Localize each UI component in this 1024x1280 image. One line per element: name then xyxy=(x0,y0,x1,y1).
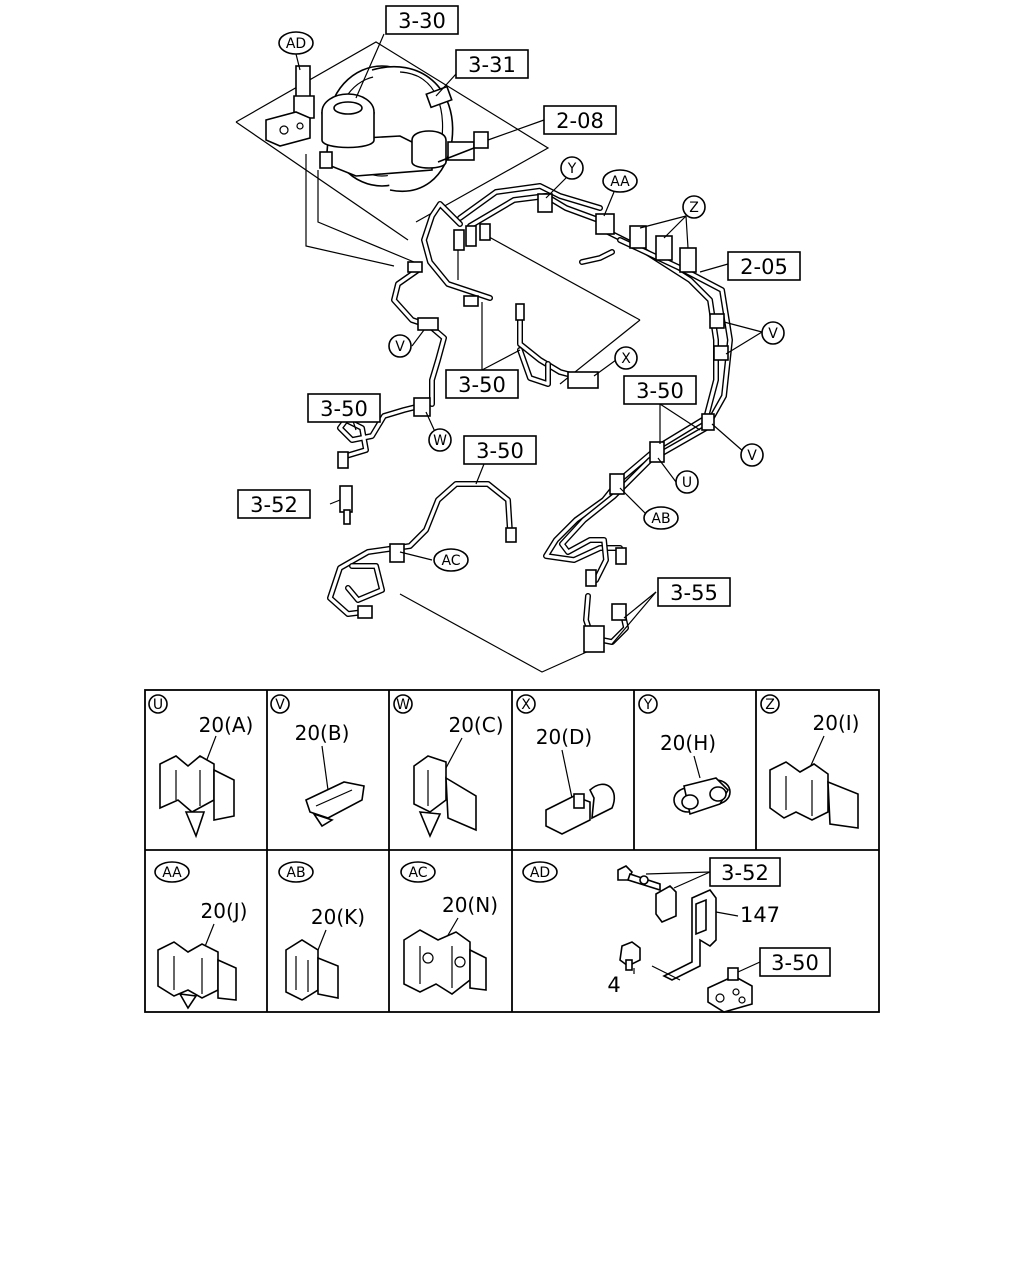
callout-2-05: 2-05 xyxy=(727,251,801,281)
main-assembly: 3-30 3-31 2-08 2-05 3-50 3-50 3-50 3-50 xyxy=(235,5,801,673)
panel-x-marker: X xyxy=(521,697,531,713)
callout-2-08-text: 2-08 xyxy=(556,109,604,133)
leader-lines xyxy=(295,33,763,645)
callout-3-50-right-text: 3-50 xyxy=(636,379,684,403)
callout-3-50-lower-text: 3-50 xyxy=(476,439,524,463)
callout-3-31: 3-31 xyxy=(455,49,529,79)
callout-3-50-lower: 3-50 xyxy=(463,435,537,465)
ad-callout-3-52: 3-52 xyxy=(709,857,781,887)
callout-2-05-text: 2-05 xyxy=(740,255,788,279)
marker-AC-text: AC xyxy=(441,553,460,569)
marker-V-lower-text: V xyxy=(747,448,757,464)
callout-3-55-text: 3-55 xyxy=(670,581,718,605)
callout-3-52-text: 3-52 xyxy=(250,493,298,517)
panel-y-marker: Y xyxy=(643,697,653,713)
panel-aa-marker: AA xyxy=(162,865,182,881)
detail-table: U 20(A) V 20(B) W 20(C) xyxy=(144,689,880,1013)
detail-panel-z: Z 20(I) xyxy=(760,694,860,829)
marker-U-text: U xyxy=(682,475,692,491)
callout-3-31-text: 3-31 xyxy=(468,53,516,77)
detail-panel-u: U 20(A) xyxy=(148,694,254,839)
panel-w-part: 20(C) xyxy=(448,713,503,737)
reference-lines xyxy=(235,41,641,673)
marker-V-left: V xyxy=(388,334,412,358)
panel-ab-marker: AB xyxy=(286,865,305,881)
marker-V-right: V xyxy=(761,321,785,345)
detail-panel-ac: AC 20(N) xyxy=(400,861,498,995)
marker-X: X xyxy=(614,346,638,370)
callout-3-55: 3-55 xyxy=(657,577,731,607)
marker-W: W xyxy=(428,428,452,452)
marker-U: U xyxy=(675,470,699,494)
detail-panel-ad: AD xyxy=(522,857,831,1013)
marker-AC: AC xyxy=(433,548,469,572)
brake-pipes xyxy=(327,183,733,645)
pipe-clips xyxy=(389,193,729,653)
panel-ac-part: 20(N) xyxy=(442,893,498,917)
panel-x-part: 20(D) xyxy=(536,725,592,749)
marker-X-text: X xyxy=(621,351,631,367)
detail-panel-ab: AB 20(K) xyxy=(278,861,365,1001)
marker-Y: Y xyxy=(560,156,584,180)
marker-Y-text: Y xyxy=(567,161,577,177)
panel-z-marker: Z xyxy=(765,697,775,713)
ad-callout-3-52-text: 3-52 xyxy=(721,861,769,885)
ad-callout-3-50-text: 3-50 xyxy=(771,951,819,975)
ad-part-4: 4 xyxy=(607,973,620,997)
marker-W-text: W xyxy=(433,433,447,449)
ad-part-147: 147 xyxy=(740,903,780,927)
panel-aa-part: 20(J) xyxy=(201,899,248,923)
detail-panel-v: V 20(B) xyxy=(270,694,365,828)
marker-V-lower: V xyxy=(740,443,764,467)
callout-2-08: 2-08 xyxy=(543,105,617,135)
marker-AD: AD xyxy=(278,31,314,55)
callout-3-30: 3-30 xyxy=(385,5,459,35)
callout-3-50-center-text: 3-50 xyxy=(458,373,506,397)
panel-z-part: 20(I) xyxy=(813,711,860,735)
marker-Z-text: Z xyxy=(689,200,699,216)
panel-ad-marker: AD xyxy=(530,865,550,881)
callout-3-30-text: 3-30 xyxy=(398,9,446,33)
panel-u-part: 20(A) xyxy=(199,713,254,737)
panel-ab-part: 20(K) xyxy=(311,905,365,929)
marker-AA: AA xyxy=(602,169,638,193)
callout-3-52: 3-52 xyxy=(237,489,311,519)
marker-Z: Z xyxy=(682,195,706,219)
marker-AD-text: AD xyxy=(286,36,306,52)
callout-3-50-right: 3-50 xyxy=(623,375,697,405)
callout-3-50-center: 3-50 xyxy=(445,369,519,399)
marker-V-right-text: V xyxy=(768,326,778,342)
callout-3-50-left: 3-50 xyxy=(307,393,381,423)
detail-panel-w: W 20(C) xyxy=(393,694,504,839)
marker-AB-text: AB xyxy=(651,511,670,527)
fittings xyxy=(337,223,627,619)
detail-panel-x: X 20(D) xyxy=(516,694,615,835)
master-cylinder xyxy=(319,93,489,177)
panel-ac-marker: AC xyxy=(408,865,427,881)
marker-AB: AB xyxy=(643,506,679,530)
panel-v-marker: V xyxy=(275,697,285,713)
panel-u-marker: U xyxy=(153,697,163,713)
panel-y-part: 20(H) xyxy=(660,731,716,755)
panel-w-marker: W xyxy=(396,697,410,713)
marker-V-left-text: V xyxy=(395,339,405,355)
detail-panel-aa: AA 20(J) xyxy=(154,861,248,1010)
detail-panel-y: Y 20(H) xyxy=(638,694,731,816)
ad-bracket-assembly xyxy=(265,65,315,147)
ad-callout-3-50: 3-50 xyxy=(759,947,831,977)
marker-AA-text: AA xyxy=(610,174,630,190)
callout-3-50-left-text: 3-50 xyxy=(320,397,368,421)
panel-v-part: 20(B) xyxy=(295,721,350,745)
